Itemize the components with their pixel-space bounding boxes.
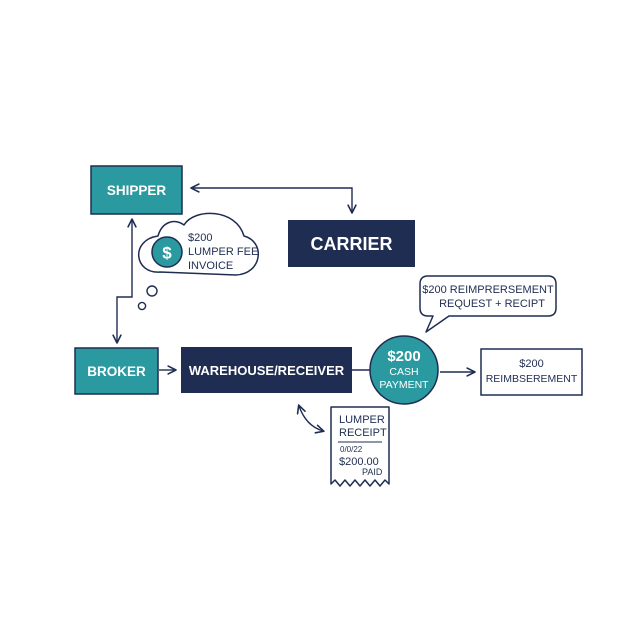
invoice-line-lumper-fee: LUMPER FEE (188, 246, 258, 258)
shipper-box (90, 165, 183, 215)
thought-dot-small (137, 301, 147, 311)
thought-dot-large (146, 285, 158, 297)
warehouse-receiver-label: WAREHOUSE/RECEIVER (189, 363, 345, 378)
reimbursement-request-speech-bubble: $200 REIMPRERSEMENT REQUEST + RECIPT (419, 275, 557, 333)
dollar-icon (151, 236, 183, 268)
shipper-label: SHIPPER (107, 183, 167, 198)
receipt-title-line1: LUMPER (339, 414, 385, 426)
cash-payment-circle (369, 335, 439, 405)
cash-payment-line-payment: PAYMENT (379, 379, 429, 391)
speech-bubble-line1: $200 REIMPRERSEMENT (422, 284, 554, 296)
cash-payment-line-cash: CASH (389, 366, 418, 378)
receipt-paper-shape (330, 406, 390, 487)
reimbursement-amount: $200 (519, 358, 543, 370)
receipt-amount: $200.00 (339, 456, 379, 468)
receipt-status: PAID (362, 467, 383, 477)
receipt-title-line2: RECEIPT (339, 427, 387, 439)
invoice-line-invoice: INVOICE (188, 260, 233, 272)
reimbursement-node: $200 REIMBSEREMENT (480, 348, 583, 396)
broker-box (74, 347, 159, 395)
dollar-icon-symbol: $ (162, 244, 172, 263)
carrier-shipper-connector (190, 183, 357, 214)
invoice-amount: $200 (188, 232, 212, 244)
receipt-date: 0/0/22 (340, 445, 363, 454)
shipper-node: SHIPPER (90, 165, 183, 215)
cash-payment-amount: $200 (387, 348, 420, 365)
lumper-receipt: LUMPER RECEIPT 0/0/22 $200.00 PAID (330, 406, 390, 487)
carrier-node: CARRIER (288, 220, 415, 267)
cash-payment-node: $200 CASH PAYMENT (369, 335, 439, 405)
shipper-broker-connector (112, 218, 137, 344)
lumper-invoice-thought-bubble: $ $200 LUMPER FEE INVOICE (137, 212, 259, 311)
reimbursement-label: REIMBSEREMENT (486, 373, 578, 385)
warehouse-receiver-node: WAREHOUSE/RECEIVER (181, 347, 352, 393)
broker-node: BROKER (74, 347, 159, 395)
carrier-label: CARRIER (310, 234, 392, 254)
warehouse-receipt-arrow (296, 404, 325, 434)
warehouse-receiver-box (181, 347, 352, 393)
reimbursement-box (480, 348, 583, 396)
speech-bubble-line2: REQUEST + RECIPT (439, 298, 545, 310)
carrier-box (288, 220, 415, 267)
speech-bubble-shape (419, 275, 557, 333)
broker-label: BROKER (87, 364, 146, 379)
